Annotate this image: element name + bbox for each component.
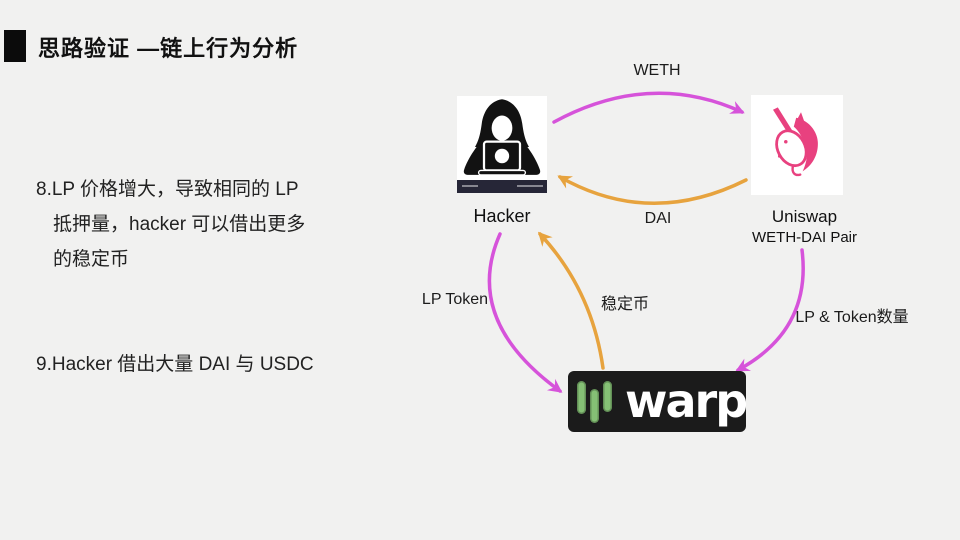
note-8-line: 抵押量，hacker 可以借出更多	[53, 214, 306, 235]
hacker-icon	[463, 99, 541, 176]
warp-bars-icon	[603, 381, 612, 412]
hacker-image	[457, 96, 547, 193]
hacker-label: Hacker	[473, 206, 531, 226]
warp-logo: warp	[568, 371, 748, 432]
warp-bars-icon	[590, 389, 599, 423]
warp-wordmark: warp	[625, 373, 748, 428]
arrow-dai-uniswap-to-hacker	[557, 175, 748, 205]
note-9-line: 9.Hacker 借出大量 DAI 与 USDC	[36, 354, 314, 375]
edge-label-lp-token: LP Token	[421, 291, 489, 308]
uniswap-unicorn-icon	[773, 107, 818, 177]
uniswap-labels: Uniswap WETH-DAI Pair	[737, 207, 872, 246]
edge-label-dai: DAI	[644, 210, 672, 227]
edge-label-weth: WETH	[633, 62, 681, 79]
title-bullet-square	[4, 30, 26, 62]
arrow-lp-token-amount-uniswap-to-warp	[735, 248, 805, 372]
warp-bars-icon	[577, 381, 586, 414]
edge-label-lp-token-amount: LP & Token数量	[795, 309, 909, 326]
uniswap-image	[751, 95, 843, 195]
page-title: 思路验证 —链上行为分析	[38, 36, 299, 61]
note-9: 9.Hacker 借出大量 DAI 与 USDC	[36, 347, 314, 382]
note-8-line: 的稳定币	[53, 249, 130, 270]
note-8-line: 8.LP 价格增大，导致相同的 LP	[36, 179, 299, 200]
uniswap-pair-label: WETH-DAI Pair	[752, 229, 857, 246]
hacker-image-watermark-bar	[457, 180, 547, 193]
arrow-stablecoin-warp-to-hacker	[537, 231, 605, 370]
uniswap-label: Uniswap	[771, 207, 838, 226]
note-8: 8.LP 价格增大，导致相同的 LP 抵押量，hacker 可以借出更多 的稳定…	[36, 172, 305, 277]
arrow-weth-hacker-to-uniswap	[552, 91, 745, 124]
edge-label-stablecoin: 稳定币	[600, 296, 650, 313]
arrow-lp-token-hacker-to-warp	[487, 232, 563, 393]
